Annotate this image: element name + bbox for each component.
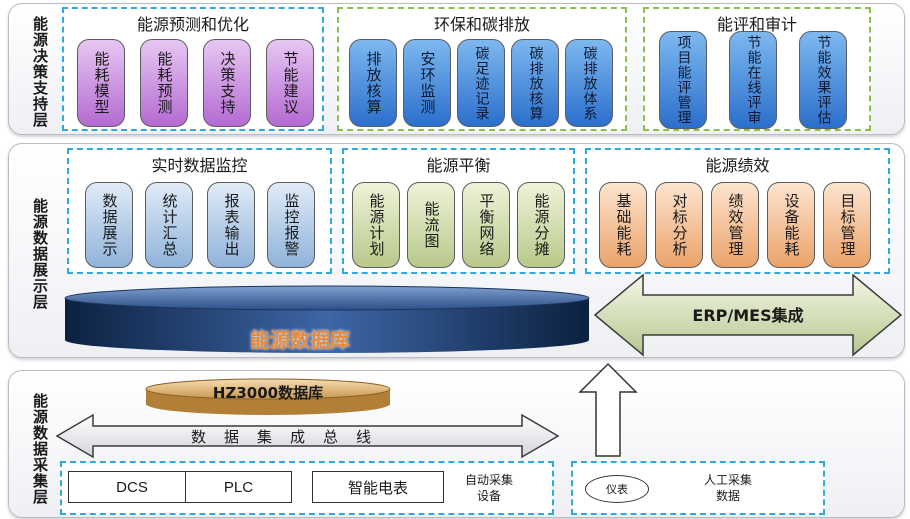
group-title: 能评和审计 [716, 15, 797, 34]
instrument-ellipse: 仪表 [585, 475, 649, 503]
upward-arrow [578, 362, 638, 457]
item-energy-advice: 节能建议 [266, 39, 314, 127]
item-performance-mgmt: 绩效管理 [711, 182, 759, 268]
layer-label: 能源数据展示层 [31, 198, 49, 310]
item-balance-network: 平衡网络 [462, 182, 510, 268]
group-title: 能源预测和优化 [136, 15, 249, 34]
item-statistics: 统计汇总 [145, 182, 193, 268]
group-energy-audit: 能评和审计 项目能评管理 节能在线评审 节能效果评估 [643, 7, 871, 131]
item-energy-allocation: 能源分摊 [517, 182, 565, 268]
data-bus-label: 数据集成总线 [190, 428, 389, 446]
energy-database-label: 能源数据库 [250, 328, 350, 352]
group-manual-collection: 仪表 人工采集数据 [571, 461, 825, 515]
group-environment-carbon: 环保和碳排放 排放核算 安环监测 碳足迹记录 碳排放核算 碳排放体系 [337, 7, 627, 131]
item-carbon-system: 碳排放体系 [565, 39, 613, 127]
group-title: 能源绩效 [705, 156, 770, 175]
group-auto-devices: DCS PLC 智能电表 自动采集设备 [60, 461, 554, 515]
group-energy-forecast: 能源预测和优化 能耗模型 能耗预测 决策支持 节能建议 [62, 7, 324, 131]
item-effect-evaluation: 节能效果评估 [799, 31, 847, 129]
device-smart-meter: 智能电表 [312, 471, 444, 503]
layer-label: 能源决策支持层 [31, 15, 49, 128]
item-alarm: 监控报警 [267, 182, 315, 268]
item-project-assessment: 项目能评管理 [659, 31, 707, 129]
device-plc: PLC [185, 471, 292, 503]
item-energy-plan: 能源计划 [352, 182, 400, 268]
item-benchmark: 对标分析 [655, 182, 703, 268]
instrument-label: 仪表 [606, 483, 628, 496]
item-carbon-accounting: 碳排放核算 [511, 39, 559, 127]
item-energy-forecast: 能耗预测 [140, 39, 188, 127]
erp-mes-label: ERP/MES集成 [692, 306, 804, 325]
group-title: 环保和碳排放 [433, 15, 530, 34]
decision-support-layer: 能源决策支持层 能源预测和优化 能耗模型 能耗预测 决策支持 节能建议 环保和碳… [8, 3, 905, 135]
item-energy-flow: 能流图 [407, 182, 455, 268]
item-report-output: 报表输出 [207, 182, 255, 268]
item-equipment-consumption: 设备能耗 [767, 182, 815, 268]
manual-collection-label: 人工采集数据 [703, 473, 752, 503]
group-energy-performance: 能源绩效 基础能耗 对标分析 绩效管理 设备能耗 目标管理 [585, 148, 890, 274]
layer-label: 能源数据采集层 [31, 393, 49, 505]
data-bus-double-arrow [55, 413, 560, 459]
item-data-display: 数据展示 [85, 182, 133, 268]
hz3000-label: HZ3000数据库 [212, 384, 324, 402]
group-realtime-monitoring: 实时数据监控 数据展示 统计汇总 报表输出 监控报警 [67, 148, 332, 274]
group-energy-balance: 能源平衡 能源计划 能流图 平衡网络 能源分摊 [342, 148, 575, 274]
energy-database-cylinder [64, 285, 590, 353]
item-carbon-footprint: 碳足迹记录 [457, 39, 505, 127]
hz3000-database-disc [145, 378, 391, 415]
item-target-mgmt: 目标管理 [823, 182, 871, 268]
item-decision-support: 决策支持 [203, 39, 251, 127]
item-base-consumption: 基础能耗 [599, 182, 647, 268]
group-title: 能源平衡 [426, 156, 491, 175]
auto-devices-label: 自动采集设备 [464, 473, 513, 503]
erp-mes-double-arrow [593, 273, 903, 357]
item-safety-monitoring: 安环监测 [403, 39, 451, 127]
item-energy-model: 能耗模型 [77, 39, 125, 127]
item-emission-accounting: 排放核算 [349, 39, 397, 127]
group-title: 实时数据监控 [151, 156, 248, 175]
device-dcs: DCS [68, 471, 196, 503]
item-online-review: 节能在线评审 [729, 31, 777, 129]
